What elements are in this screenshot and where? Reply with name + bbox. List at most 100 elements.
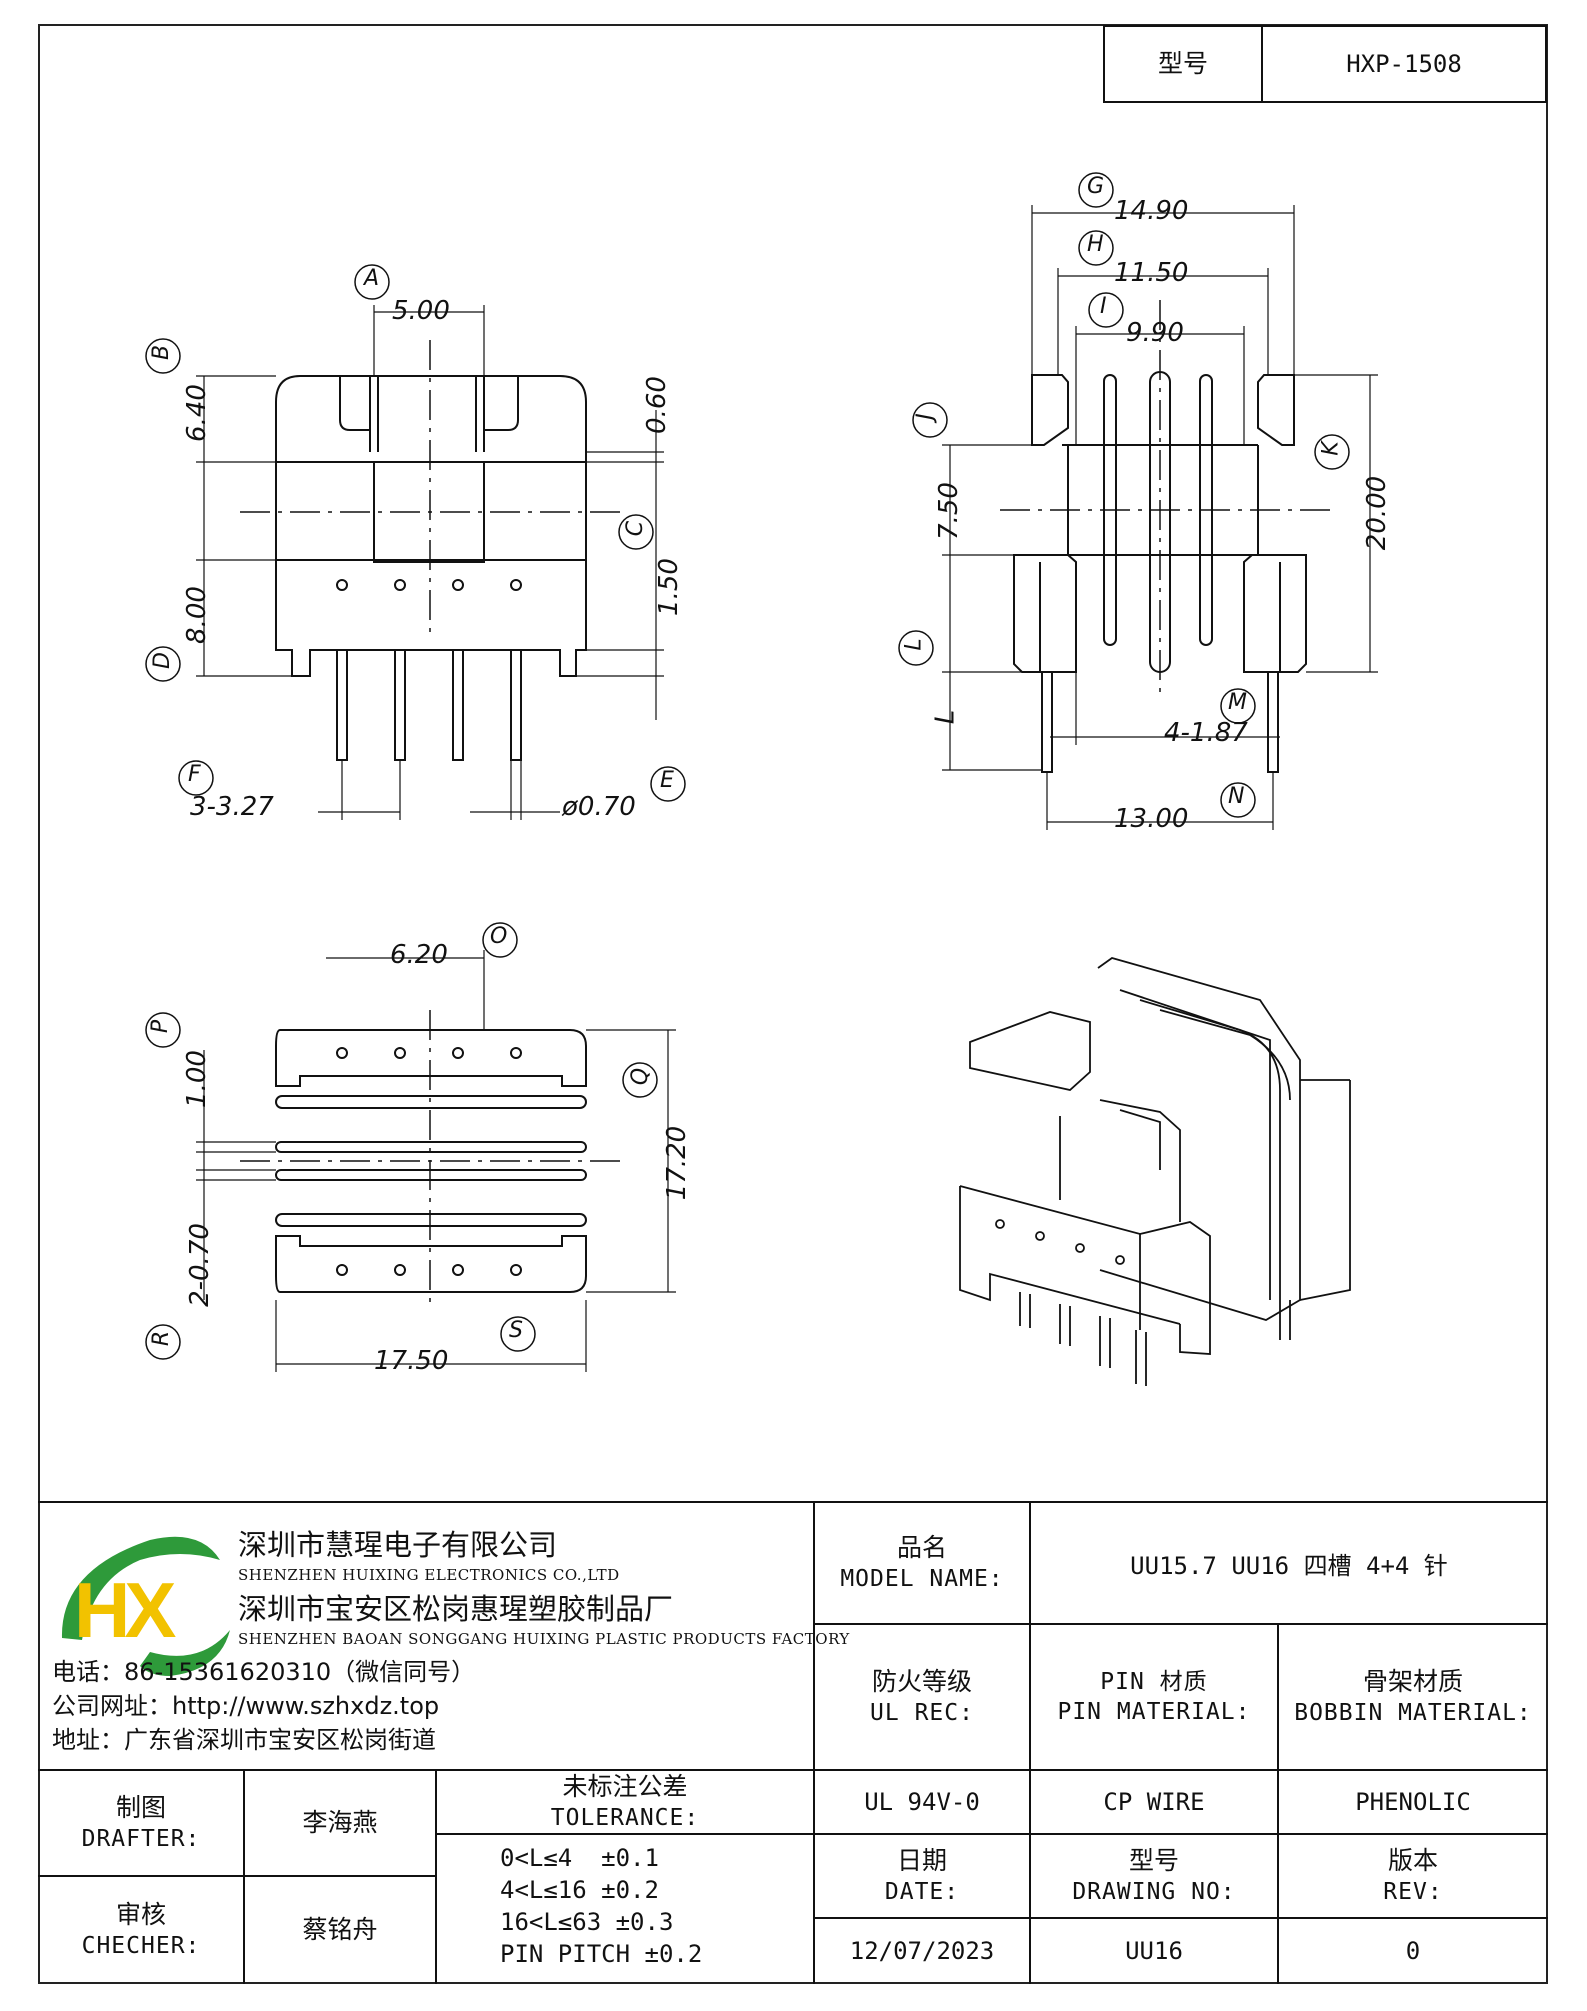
logo-letters: HX: [74, 1570, 176, 1650]
balloon-E: E: [660, 768, 674, 793]
dim-G: 14.90: [1114, 196, 1189, 226]
drafter-en: DRAFTER:: [81, 1826, 201, 1852]
company-website[interactable]: 公司网址：http://www.szhxdz.top: [52, 1692, 440, 1720]
pin-en: PIN MATERIAL:: [1057, 1699, 1251, 1725]
dim-M: 4-1.87: [1164, 718, 1248, 748]
balloon-I: I: [1100, 294, 1107, 319]
drawing-sheet: [38, 24, 1548, 1984]
balloon-O: O: [490, 924, 508, 949]
drafter-cn: 制图: [115, 1793, 166, 1822]
bobbin-cn: 骨架材质: [1362, 1667, 1463, 1696]
company-logo: [61, 1536, 230, 1676]
balloon-C: C: [623, 520, 649, 537]
factory-name-cn: 深圳市宝安区松岗惠瑆塑胶制品厂: [238, 1592, 674, 1626]
dim-Q: 17.20: [662, 1125, 693, 1201]
rev-cn: 版本: [1387, 1846, 1438, 1875]
balloon-P: P: [148, 1019, 174, 1034]
logo-letters-text: HX: [74, 1566, 176, 1654]
balloon-L: L: [901, 638, 927, 651]
title-block-grid: [38, 1501, 1548, 1984]
tolerance-line: PIN PITCH ±0.2: [500, 1940, 703, 1968]
pin-material-label: PIN 材质 PIN MATERIAL:: [1030, 1624, 1278, 1770]
dim-L: L: [930, 709, 961, 725]
dim-S: 17.50: [374, 1346, 449, 1376]
dim-R: 2-0.70: [184, 1223, 215, 1307]
model-name-en: MODEL NAME:: [840, 1566, 1004, 1592]
model-name-value: UU15.7 UU16 四槽 4+4 针: [1130, 1551, 1448, 1580]
ul-en: UL REC:: [870, 1700, 974, 1726]
tolerance-cn: 未标注公差: [562, 1772, 688, 1801]
date-en: DATE:: [884, 1879, 960, 1905]
balloon-R: R: [149, 1330, 175, 1347]
dim-P: 1.00: [181, 1050, 212, 1108]
tolerance-label: 未标注公差 TOLERANCE:: [436, 1770, 814, 1834]
isometric-view: [959, 957, 1351, 1386]
date-label: 日期 DATE:: [814, 1834, 1030, 1918]
bobbin-value: PHENOLIC: [1355, 1788, 1471, 1816]
pin-cn: PIN 材质: [1100, 1669, 1208, 1695]
header-model-value: HXP-1508: [1346, 50, 1462, 78]
dim-I: 9.90: [1126, 318, 1184, 348]
drawing-en: DRAWING NO:: [1072, 1879, 1236, 1905]
side-view: [898, 172, 1378, 830]
balloon-A: A: [364, 266, 380, 291]
tolerance-line: 16<L≤63 ±0.3: [500, 1908, 674, 1936]
rev-en: REV:: [1383, 1879, 1443, 1905]
checker-label: 审核 CHECHER:: [38, 1876, 244, 1984]
company-phone: 电话：86-15361620310（微信同号）: [52, 1658, 476, 1686]
dim-C: 1.50: [653, 558, 684, 616]
company-name-en: SHENZHEN HUIXING ELECTRONICS CO.,LTD: [238, 1566, 620, 1584]
drafter-value: 李海燕: [302, 1808, 378, 1837]
dim-F: 3-3.27: [190, 792, 274, 822]
balloon-Q: Q: [628, 1067, 654, 1086]
front-view: [145, 264, 686, 820]
balloon-S: S: [509, 1318, 523, 1343]
checker-en: CHECHER:: [81, 1933, 201, 1959]
drawing-no-label: 型号 DRAWING NO:: [1030, 1834, 1278, 1918]
dim-J: 7.50: [933, 482, 964, 540]
tolerance-en: TOLERANCE:: [550, 1805, 700, 1831]
bottom-view: [145, 922, 676, 1372]
tolerance-line: 0<L≤4 ±0.1: [500, 1844, 659, 1872]
drawing-no-value: UU16: [1125, 1937, 1183, 1965]
dim-0.60: 0.60: [641, 376, 672, 434]
dim-E: ø0.70: [562, 792, 636, 822]
tolerance-line: 4<L≤16 ±0.2: [500, 1876, 659, 1904]
drawing-cn: 型号: [1128, 1846, 1179, 1875]
checker-cn: 审核: [115, 1900, 166, 1929]
dim-A: 5.00: [392, 296, 450, 326]
bobbin-en: BOBBIN MATERIAL:: [1294, 1700, 1532, 1726]
checker-value: 蔡铭舟: [302, 1915, 378, 1944]
header-model-box: [1103, 25, 1547, 103]
model-name-cn: 品名: [896, 1533, 947, 1562]
header-model-label: 型号: [1157, 49, 1208, 78]
dim-H: 11.50: [1114, 258, 1189, 288]
balloon-B: B: [149, 344, 175, 361]
company-address: 地址：广东省深圳市宝安区松岗街道: [52, 1726, 436, 1754]
balloon-M: M: [1228, 690, 1247, 715]
date-cn: 日期: [896, 1846, 947, 1875]
balloon-K: K: [1318, 441, 1344, 456]
balloon-H: H: [1087, 232, 1104, 257]
rev-value: 0: [1405, 1937, 1421, 1965]
ul-cn: 防火等级: [871, 1667, 972, 1696]
balloon-F: F: [188, 762, 201, 787]
pin-value: CP WIRE: [1103, 1788, 1205, 1816]
date-value: 12/07/2023: [849, 1937, 995, 1965]
rev-label: 版本 REV:: [1278, 1834, 1548, 1918]
tolerance-table: 0<L≤4 ±0.1 4<L≤16 ±0.2 16<L≤63 ±0.3 PIN …: [500, 1842, 702, 1970]
bobbin-material-label: 骨架材质 BOBBIN MATERIAL:: [1278, 1624, 1548, 1770]
dim-K: 20.00: [1362, 475, 1393, 551]
dim-N: 13.00: [1114, 804, 1189, 834]
company-name-cn: 深圳市慧瑆电子有限公司: [238, 1528, 558, 1562]
balloon-G: G: [1087, 174, 1105, 199]
dim-O: 6.20: [390, 940, 448, 970]
factory-name-en: SHENZHEN BAOAN SONGGANG HUIXING PLASTIC …: [238, 1630, 850, 1648]
dim-B: 6.40: [181, 384, 212, 442]
balloon-D: D: [149, 652, 175, 669]
ul-value: UL 94V-0: [864, 1788, 980, 1816]
drafter-label: 制图 DRAFTER:: [38, 1770, 244, 1876]
balloon-J: J: [912, 413, 938, 420]
model-name-label: 品名 MODEL NAME:: [814, 1502, 1030, 1624]
